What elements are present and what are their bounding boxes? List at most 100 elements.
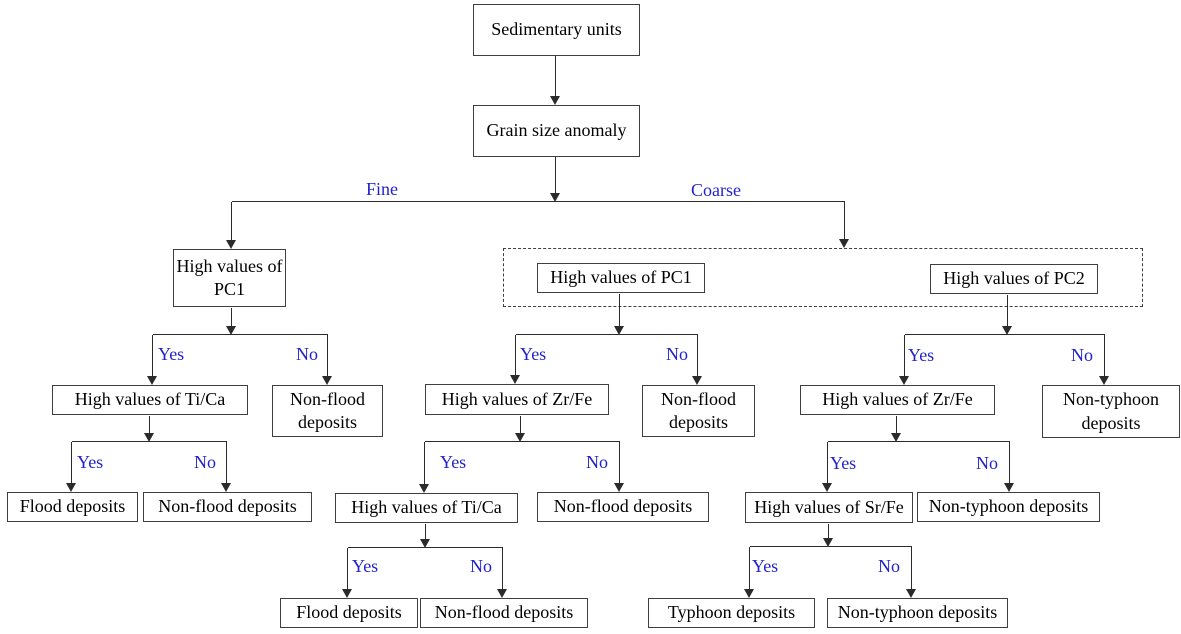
connector-hline bbox=[348, 547, 503, 548]
node-right-high-zrfe: High values of Zr/Fe bbox=[800, 385, 995, 415]
arrowhead-down-icon bbox=[906, 589, 916, 598]
connector-vline bbox=[911, 547, 912, 589]
connector-vline bbox=[1007, 295, 1008, 327]
connector-vline bbox=[520, 416, 521, 434]
node-mid-nonflood-a: Non-flood deposits bbox=[642, 385, 755, 437]
connector-vline bbox=[619, 294, 620, 327]
connector-vline bbox=[425, 524, 426, 540]
connector-hline bbox=[72, 441, 227, 442]
arrowhead-down-icon bbox=[420, 539, 430, 548]
arrowhead-down-icon bbox=[822, 483, 832, 492]
arrowhead-down-icon bbox=[342, 589, 352, 598]
arrowhead-down-icon bbox=[510, 375, 520, 384]
connector-hline bbox=[828, 441, 1010, 442]
arrowhead-down-icon bbox=[823, 538, 833, 547]
node-fine-high-pc1: High values of PC1 bbox=[173, 249, 286, 307]
arrowhead-down-icon bbox=[744, 589, 754, 598]
connector-vline bbox=[347, 548, 348, 589]
arrowhead-down-icon bbox=[550, 96, 560, 105]
connector-vline bbox=[827, 442, 828, 483]
arrowhead-down-icon bbox=[66, 483, 76, 492]
connector-vline bbox=[749, 547, 750, 589]
arrowhead-down-icon bbox=[1099, 376, 1109, 385]
node-fine-nonflood-b: Non-flood deposits bbox=[143, 492, 312, 522]
arrowhead-down-icon bbox=[147, 376, 157, 385]
label-no: No bbox=[878, 556, 900, 576]
node-right-typhoon: Typhoon deposits bbox=[648, 598, 815, 628]
node-mid-nonflood-b: Non-flood deposits bbox=[537, 492, 709, 522]
connector-vline bbox=[1009, 442, 1010, 483]
arrowhead-down-icon bbox=[144, 433, 154, 442]
arrowhead-down-icon bbox=[497, 589, 507, 598]
connector-vline bbox=[149, 416, 150, 434]
arrowhead-down-icon bbox=[899, 376, 909, 385]
arrowhead-down-icon bbox=[226, 240, 236, 249]
dashed-group-coarse bbox=[503, 248, 1143, 307]
connector-vline bbox=[1104, 335, 1105, 376]
arrowhead-down-icon bbox=[614, 483, 624, 492]
label-no: No bbox=[470, 556, 492, 576]
label-yes: Yes bbox=[352, 556, 379, 576]
label-no: No bbox=[976, 453, 998, 473]
connector-vline bbox=[904, 335, 905, 376]
connector-hline bbox=[750, 546, 912, 547]
connector-hline bbox=[153, 334, 328, 335]
connector-vline bbox=[231, 202, 232, 240]
node-coarse-high-pc1: High values of PC1 bbox=[537, 263, 705, 293]
node-mid-flood: Flood deposits bbox=[280, 598, 418, 628]
arrowhead-down-icon bbox=[692, 376, 702, 385]
connector-vline bbox=[828, 524, 829, 539]
node-mid-nonflood-c: Non-flood deposits bbox=[420, 598, 588, 628]
connector-hline bbox=[425, 441, 620, 442]
connector-vline bbox=[619, 442, 620, 483]
connector-vline bbox=[502, 548, 503, 589]
connector-vline bbox=[424, 442, 425, 484]
label-yes: Yes bbox=[158, 344, 185, 364]
label-no: No bbox=[1071, 345, 1093, 365]
node-mid-high-zrfe: High values of Zr/Fe bbox=[425, 384, 609, 415]
arrowhead-down-icon bbox=[419, 484, 429, 493]
connector-vline bbox=[697, 335, 698, 376]
node-fine-flood: Flood deposits bbox=[7, 492, 138, 522]
arrowhead-down-icon bbox=[1002, 326, 1012, 335]
connector-hline bbox=[516, 334, 698, 335]
arrowhead-down-icon bbox=[614, 326, 624, 335]
label-no: No bbox=[194, 452, 216, 472]
node-fine-high-tica: High values of Ti/Ca bbox=[52, 385, 248, 415]
node-sedimentary-units: Sedimentary units bbox=[473, 4, 640, 56]
node-fine-nonflood-a: Non-flood deposits bbox=[272, 385, 383, 437]
connector-vline bbox=[515, 335, 516, 375]
arrowhead-down-icon bbox=[515, 433, 525, 442]
connector-vline bbox=[555, 56, 556, 97]
label-yes: Yes bbox=[908, 345, 935, 365]
label-yes: Yes bbox=[77, 452, 104, 472]
branch-label-coarse: Coarse bbox=[691, 180, 741, 200]
connector-hline bbox=[905, 334, 1105, 335]
arrowhead-down-icon bbox=[891, 433, 901, 442]
connector-vline bbox=[231, 308, 232, 327]
connector-vline bbox=[71, 442, 72, 483]
label-yes: Yes bbox=[752, 556, 779, 576]
label-yes: Yes bbox=[520, 344, 547, 364]
connector-vline bbox=[896, 416, 897, 434]
arrowhead-down-icon bbox=[839, 239, 849, 248]
connector-hline bbox=[232, 201, 845, 202]
branch-label-fine: Fine bbox=[366, 179, 399, 199]
label-no: No bbox=[586, 452, 608, 472]
label-no: No bbox=[296, 344, 318, 364]
label-yes: Yes bbox=[440, 452, 467, 472]
node-right-nontyphoon-b: Non-typhoon deposits bbox=[917, 492, 1100, 522]
label-yes: Yes bbox=[830, 453, 857, 473]
arrowhead-down-icon bbox=[226, 326, 236, 335]
node-right-nontyphoon-a: Non-typhoon deposits bbox=[1042, 385, 1180, 438]
arrowhead-down-icon bbox=[1004, 483, 1014, 492]
node-coarse-high-pc2: High values of PC2 bbox=[930, 264, 1098, 294]
arrowhead-down-icon bbox=[221, 483, 231, 492]
arrowhead-down-icon bbox=[550, 193, 560, 202]
node-right-nontyphoon-c: Non-typhoon deposits bbox=[827, 598, 1008, 628]
node-right-high-srfe: High values of Sr/Fe bbox=[745, 492, 913, 523]
label-no: No bbox=[666, 344, 688, 364]
connector-vline bbox=[844, 202, 845, 239]
connector-vline bbox=[226, 442, 227, 483]
